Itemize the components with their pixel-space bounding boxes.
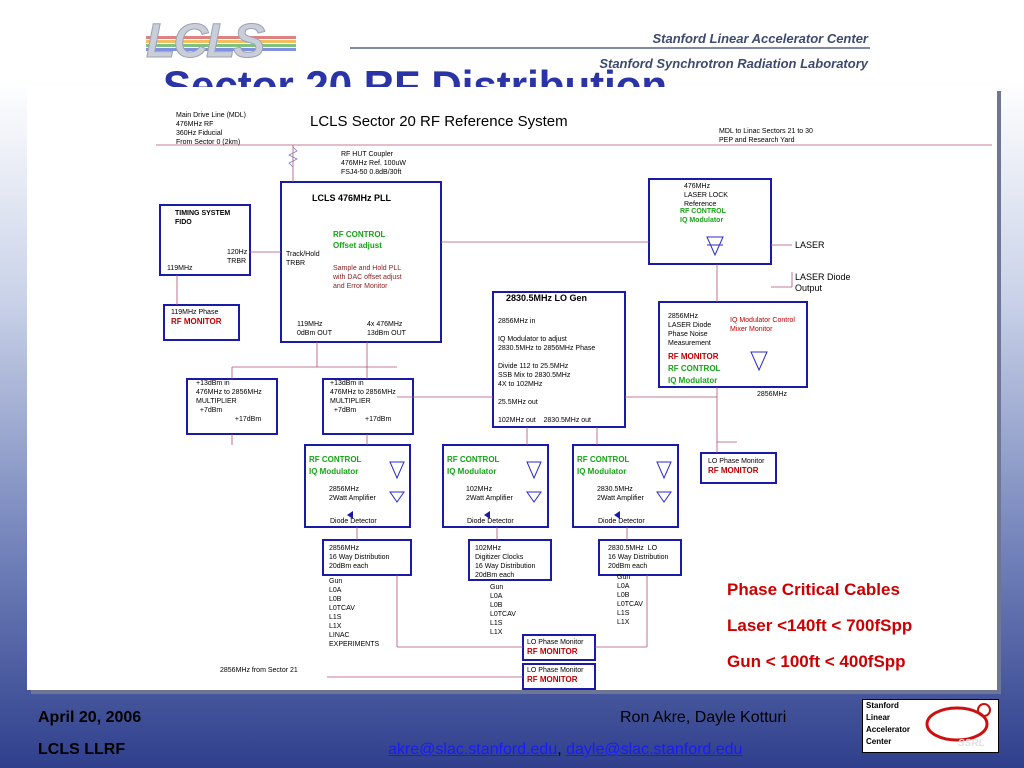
timing-119: 119MHz [167, 265, 193, 272]
dist1-box [322, 539, 412, 576]
footer-emails: akre@slac.stanford.edu, dayle@slac.stanf… [388, 741, 743, 758]
mon119-label: 119MHz Phase [171, 309, 219, 316]
iq2-label: RF CONTROL IQ Modulator [447, 455, 500, 476]
ssrl-swirl-icon [925, 703, 991, 742]
iq2-box [442, 444, 549, 528]
pll-sample-label: Sample and Hold PLL with DAC offset adju… [333, 265, 402, 290]
diode3-label: Diode Detector [598, 518, 645, 525]
lo-mon-right-label: LO Phase Monitor [708, 458, 765, 465]
logo-stripes [146, 36, 296, 51]
lo-mon-right-rf-monitor: RF MONITOR [708, 466, 759, 475]
laser-lock-label: 476MHz LASER LOCK Reference [684, 183, 728, 208]
dist1-list: Gun L0A L0B L0TCAV L1S L1X LINAC EXPERIM… [329, 578, 380, 648]
diode1-label: Diode Detector [330, 518, 377, 525]
timing-trbr: 120Hz TRBR [227, 249, 248, 265]
dist2-label: 102MHz Digitizer Clocks 16 Way Distribut… [475, 545, 536, 579]
diode2-label: Diode Detector [467, 518, 514, 525]
pll-out-476: 4x 476MHz 13dBm OUT [367, 321, 406, 337]
pll-rf-control: RF CONTROL Offset adjust [333, 230, 386, 250]
timing-box [159, 204, 251, 276]
noise-box [658, 301, 808, 388]
dist3-label: 2830.5MHz LO 16 Way Distribution 20dBm e… [608, 545, 669, 570]
ssrl-logo: SSRL [958, 738, 985, 749]
iq3-box [572, 444, 679, 528]
org-slac: Stanford Linear Accelerator Center [652, 31, 868, 46]
amp1-label: 2856MHz 2Watt Amplifier [329, 486, 376, 502]
pll-out-119: 119MHz 0dBm OUT [297, 321, 333, 337]
wiring-diagram [156, 144, 992, 690]
lo-gen-box [492, 291, 626, 428]
diagram-panel [27, 87, 997, 690]
noise-rf-monitor: RF MONITOR [668, 352, 719, 361]
lo-mon1-rf-monitor: RF MONITOR [527, 647, 578, 656]
laser-diode-label: LASER Diode Output [795, 272, 851, 293]
header-rule [350, 47, 870, 49]
phase-critical-note: Phase Critical Cables Laser <140ft < 700… [727, 580, 913, 671]
laser-rf-control: RF CONTROL IQ Modulator [680, 208, 726, 224]
slac-logo-text: Stanford Linear Accelerator Center [866, 701, 911, 746]
lo-gen-body: 2856MHz in IQ Modulator to adjust 2830.5… [498, 318, 596, 424]
lcls-logo: LCLS [145, 15, 265, 69]
diagram-title: LCLS Sector 20 RF Reference System [310, 113, 568, 130]
main-drive-label: Main Drive Line (MDL) 476MHz RF 360Hz Fi… [176, 112, 247, 146]
noise-right-label: IQ Modulator Control Mixer Monitor [730, 317, 795, 333]
pll-box [280, 181, 442, 343]
email-dayle-link[interactable]: dayle@slac.stanford.edu [566, 741, 743, 758]
mon119-box [163, 304, 240, 341]
mult2-label: +13dBm in 476MHz to 2856MHz MULTIPLIER +… [330, 380, 396, 423]
dist3-list: Gun L0A L0B L0TCAV L1S L1X [617, 574, 643, 626]
footer-date: April 20, 2006 [38, 709, 142, 726]
amp2-label: 102MHz 2Watt Amplifier [466, 486, 513, 502]
lo-mon1-box [522, 634, 596, 661]
lo-mon1-label: LO Phase Monitor [527, 639, 584, 646]
mult1-label: +13dBm in 476MHz to 2856MHz MULTIPLIER +… [196, 380, 262, 423]
timing-title: TIMING SYSTEM FIDO [175, 210, 231, 226]
email-akre-link[interactable]: akre@slac.stanford.edu [388, 741, 558, 758]
org-ssrl: Stanford Synchrotron Radiation Laborator… [599, 56, 868, 71]
noise-out-label: 2856MHz [757, 391, 787, 398]
lo-mon2-box [522, 663, 596, 690]
lo-mon2-label: LO Phase Monitor [527, 667, 584, 674]
laser-lock-box [648, 178, 772, 265]
noise-left-label: 2856MHz LASER Diode Phase Noise Measurem… [668, 313, 712, 347]
dist3-box [598, 539, 682, 576]
footer-project: LCLS LLRF [38, 741, 126, 758]
dist2-box [468, 539, 552, 581]
mult2-box [322, 378, 414, 435]
pll-track-label: Track/Hold TRBR [286, 251, 320, 267]
footer-authors: Ron Akre, Dayle Kotturi [620, 709, 787, 726]
laser-label: LASER [795, 240, 825, 250]
iq1-box [304, 444, 411, 528]
iq1-label: RF CONTROL IQ Modulator [309, 455, 362, 476]
dist1-label: 2856MHz 16 Way Distribution 20dBm each [329, 545, 390, 570]
from21-label: 2856MHz from Sector 21 [220, 667, 298, 674]
lo-mon-right-box [700, 452, 777, 484]
mon119-rf-monitor: RF MONITOR [171, 317, 222, 326]
lo-mon2-rf-monitor: RF MONITOR [527, 675, 578, 684]
amp3-label: 2830.5MHz 2Watt Amplifier [597, 486, 644, 502]
slac-logo [862, 699, 999, 753]
coupler-label: RF HUT Coupler 476MHz Ref. 100uW FSJ4-50… [341, 151, 406, 176]
mdl-out-label: MDL to Linac Sectors 21 to 30 PEP and Re… [719, 128, 813, 144]
dist2-list: Gun L0A L0B L0TCAV L1S L1X [490, 584, 516, 636]
lo-gen-title: 2830.5MHz LO Gen [506, 293, 588, 303]
iq3-label: RF CONTROL IQ Modulator [577, 455, 630, 476]
pll-title: LCLS 476MHz PLL [312, 193, 392, 203]
